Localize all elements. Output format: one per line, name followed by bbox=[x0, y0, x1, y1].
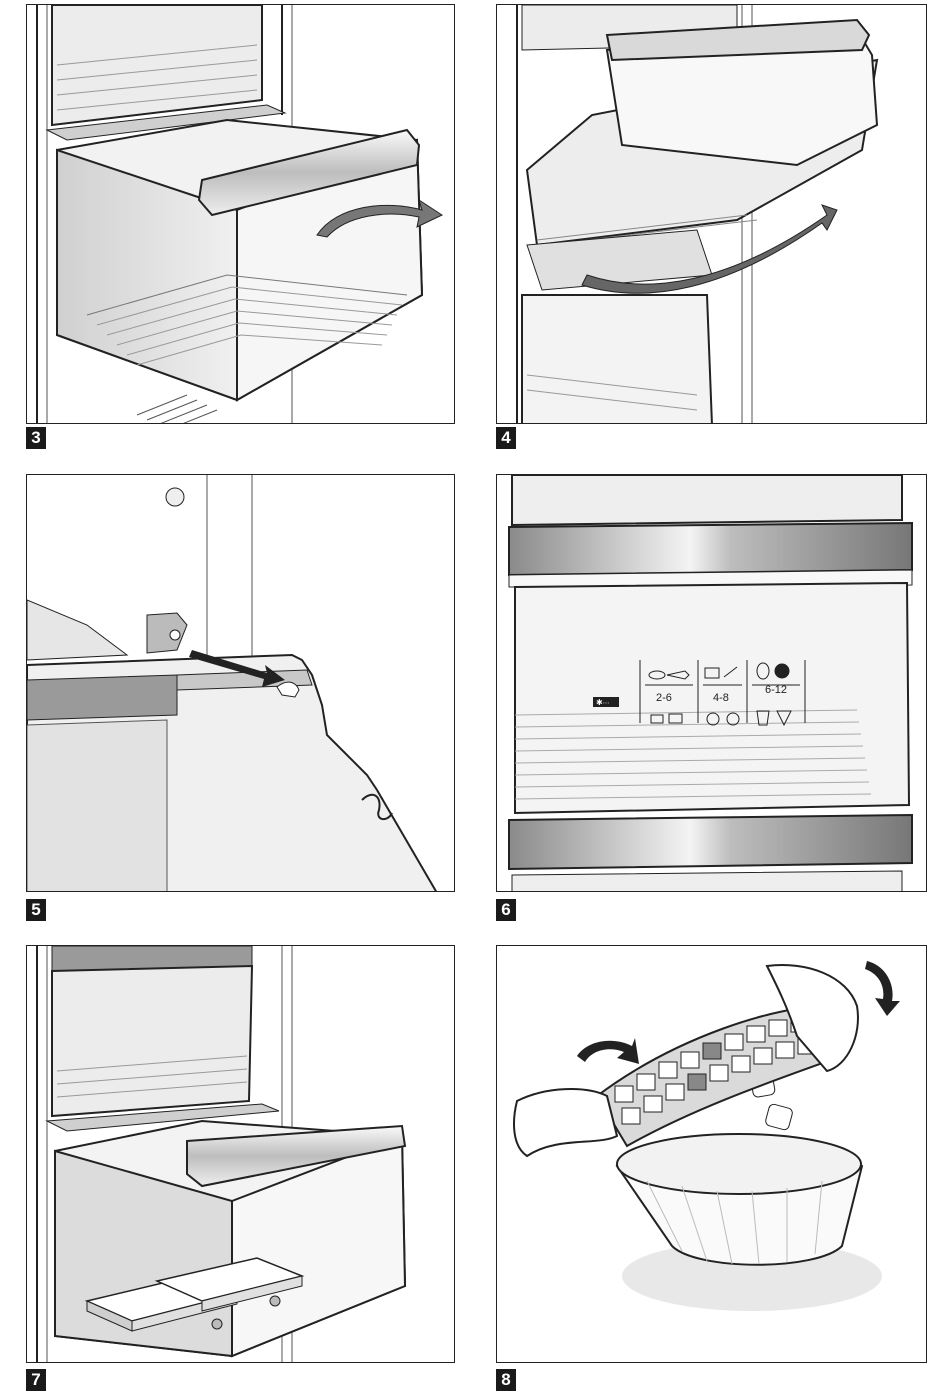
drawer-tilt-removal-illustration bbox=[497, 5, 927, 424]
figure-6-panel: ✱∙∙∙ 2-6 4-8 6-12 bbox=[496, 474, 927, 892]
ice-cube bbox=[765, 1103, 794, 1130]
left-hand bbox=[514, 1089, 617, 1156]
figure-number: 8 bbox=[496, 1369, 516, 1391]
freezer-drawer-label-illustration: ✱∙∙∙ 2-6 4-8 6-12 bbox=[497, 475, 927, 892]
range-2-6: 2-6 bbox=[656, 692, 672, 704]
figure-7-panel bbox=[26, 945, 455, 1363]
rotate-arrow-icon bbox=[865, 961, 900, 1016]
figure-number: 3 bbox=[26, 427, 46, 449]
figure-5-panel bbox=[26, 474, 455, 892]
drawer-pull-out-illustration bbox=[27, 5, 455, 424]
figure-number: 6 bbox=[496, 899, 516, 921]
cold-pack-drawer-illustration bbox=[27, 946, 455, 1363]
range-4-8: 4-8 bbox=[713, 692, 729, 704]
figure-4-panel bbox=[496, 4, 927, 424]
figure-3-panel bbox=[26, 4, 455, 424]
star-rating-text: ✱∙∙∙ bbox=[596, 698, 609, 707]
figure-8-panel bbox=[496, 945, 927, 1363]
figure-number: 7 bbox=[26, 1369, 46, 1391]
figure-number: 5 bbox=[26, 899, 46, 921]
rotate-arrow-icon bbox=[577, 1038, 639, 1064]
range-6-12: 6-12 bbox=[765, 684, 787, 696]
ice-cube-tray-illustration bbox=[497, 946, 927, 1363]
rail-clip-detail-illustration bbox=[27, 475, 455, 892]
figure-number: 4 bbox=[496, 427, 516, 449]
